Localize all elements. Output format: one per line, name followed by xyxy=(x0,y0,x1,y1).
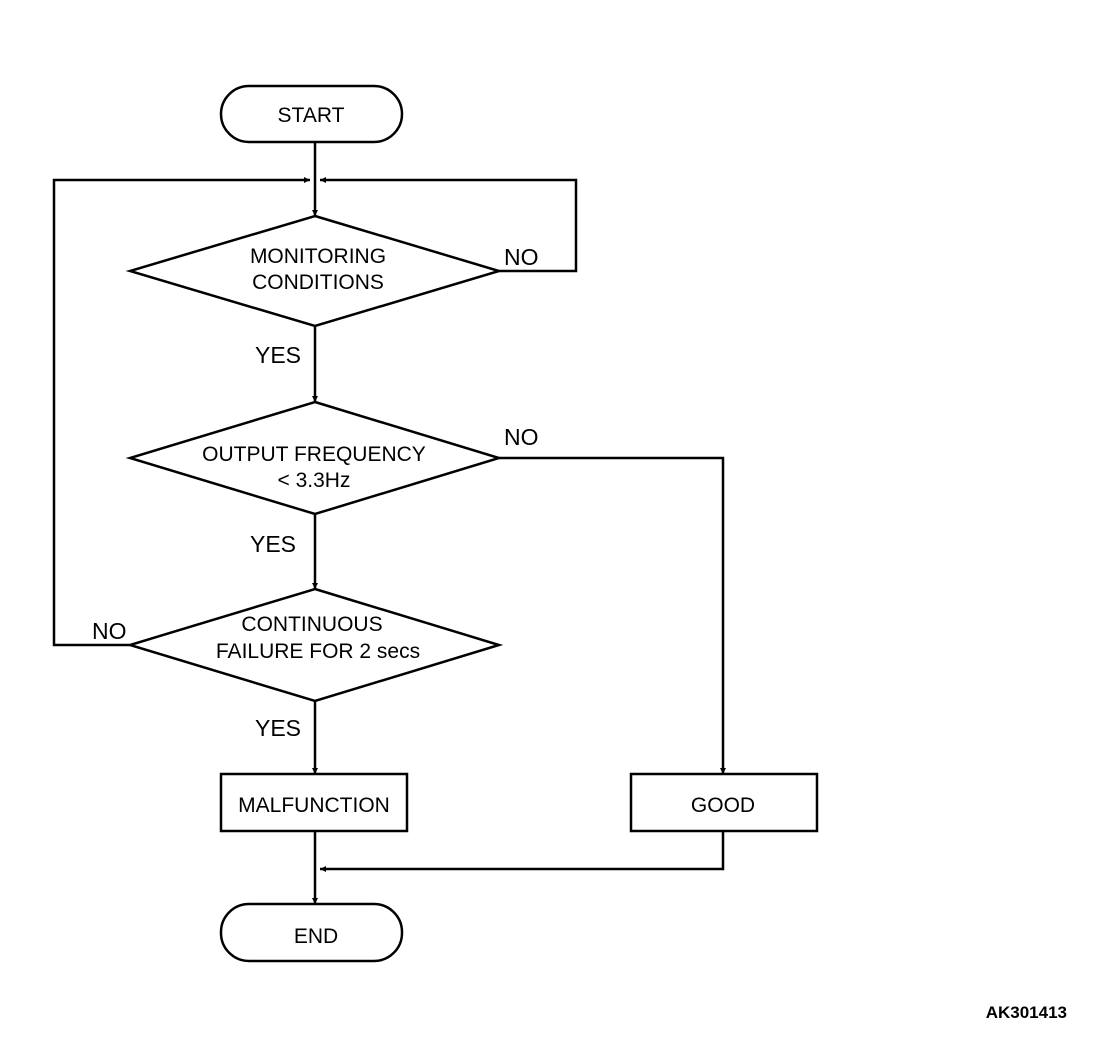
continuous-label-line2: FAILURE FOR 2 secs xyxy=(216,640,420,663)
malfunction-label: MALFUNCTION xyxy=(238,794,390,817)
continuous-no-label: NO xyxy=(92,618,127,644)
monitoring-label-line1: MONITORING xyxy=(250,245,386,268)
output-no-label: NO xyxy=(504,424,539,450)
output-frequency-decision: OUTPUT FREQUENCY < 3.3Hz xyxy=(125,400,504,516)
continuous-label-line1: CONTINUOUS xyxy=(241,613,382,636)
start-node: START xyxy=(219,84,404,144)
edge-monitoring-no-loop xyxy=(320,177,578,273)
edge-output-no xyxy=(499,456,726,774)
start-label: START xyxy=(278,104,345,127)
monitoring-no-label: NO xyxy=(504,244,539,270)
connectors xyxy=(52,142,726,904)
good-node: GOOD xyxy=(629,772,819,833)
edge-continuous-no-loop xyxy=(52,177,310,647)
good-label: GOOD xyxy=(691,794,755,817)
end-label: END xyxy=(294,925,338,948)
end-node: END xyxy=(219,902,404,963)
figure-id: AK301413 xyxy=(986,1003,1067,1022)
output-yes-label: YES xyxy=(250,531,296,557)
output-label-line1: OUTPUT FREQUENCY xyxy=(202,443,426,466)
malfunction-node: MALFUNCTION xyxy=(219,772,409,833)
edge-labels: NO YES NO YES NO YES xyxy=(92,244,539,741)
output-label-line2: < 3.3Hz xyxy=(278,469,351,492)
monitoring-conditions-decision: MONITORING CONDITIONS xyxy=(125,214,504,328)
continuous-failure-decision: CONTINUOUS FAILURE FOR 2 secs xyxy=(125,587,504,703)
monitoring-label-line2: CONDITIONS xyxy=(252,271,384,294)
monitoring-yes-label: YES xyxy=(255,342,301,368)
edge-good-to-end xyxy=(320,831,725,872)
continuous-yes-label: YES xyxy=(255,715,301,741)
